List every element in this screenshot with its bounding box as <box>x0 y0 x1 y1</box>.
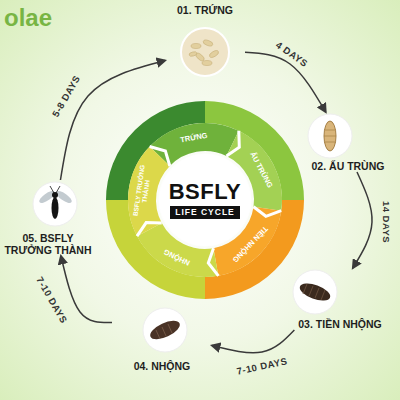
cycle-arrow <box>245 52 326 112</box>
stage-node: 02. ẤU TRÙNG <box>298 112 398 172</box>
duration-label: 14 DAYS <box>381 201 392 243</box>
adult-fly-icon <box>33 182 77 226</box>
outer-ring <box>117 112 293 288</box>
egg-icon <box>181 28 229 76</box>
cycle-arrow <box>212 330 294 353</box>
pupa-icon <box>143 308 187 352</box>
node-title: 05. BSFLY TRƯỞNG THÀNH <box>2 232 94 256</box>
chevron <box>227 131 240 156</box>
node-title: 02. ẤU TRÙNG <box>312 160 385 172</box>
duration-label: 5-8 DAYS <box>50 73 82 118</box>
logo-text: olae <box>0 5 58 30</box>
duration-label: 7-10 DAYS <box>236 355 289 377</box>
node-title: 04. NHỘNG <box>134 360 191 372</box>
larva-icon <box>308 114 352 158</box>
cycle-arrow <box>61 256 112 323</box>
chevron <box>208 248 218 275</box>
node-title: 03. TIỀN NHỘNG <box>298 318 381 330</box>
center-circle: BSFLY LIFE CYCLE <box>158 153 252 247</box>
node-subtitle: LIFE CYCLE <box>170 206 240 219</box>
prepupa-icon <box>293 270 337 314</box>
node-title: 01. TRỨNG <box>177 4 233 16</box>
chevron-separators <box>137 131 281 276</box>
stage-node: 01. TRỨNG <box>165 4 245 80</box>
chevron <box>137 223 162 237</box>
chevron <box>150 147 170 167</box>
circle-shape <box>159 154 251 246</box>
node-title: BSFLY <box>169 181 242 203</box>
chevron <box>254 207 282 217</box>
stage-node: 03. TIỀN NHỘNG <box>282 268 398 330</box>
stage-node: 04. NHỘNG <box>112 306 212 372</box>
duration-label: 4 DAYS <box>274 39 310 69</box>
duration-label: 7-10 DAYS <box>34 275 69 325</box>
stage-node: 05. BSFLY TRƯỞNG THÀNH <box>2 180 94 256</box>
cycle-arrow <box>353 172 372 268</box>
